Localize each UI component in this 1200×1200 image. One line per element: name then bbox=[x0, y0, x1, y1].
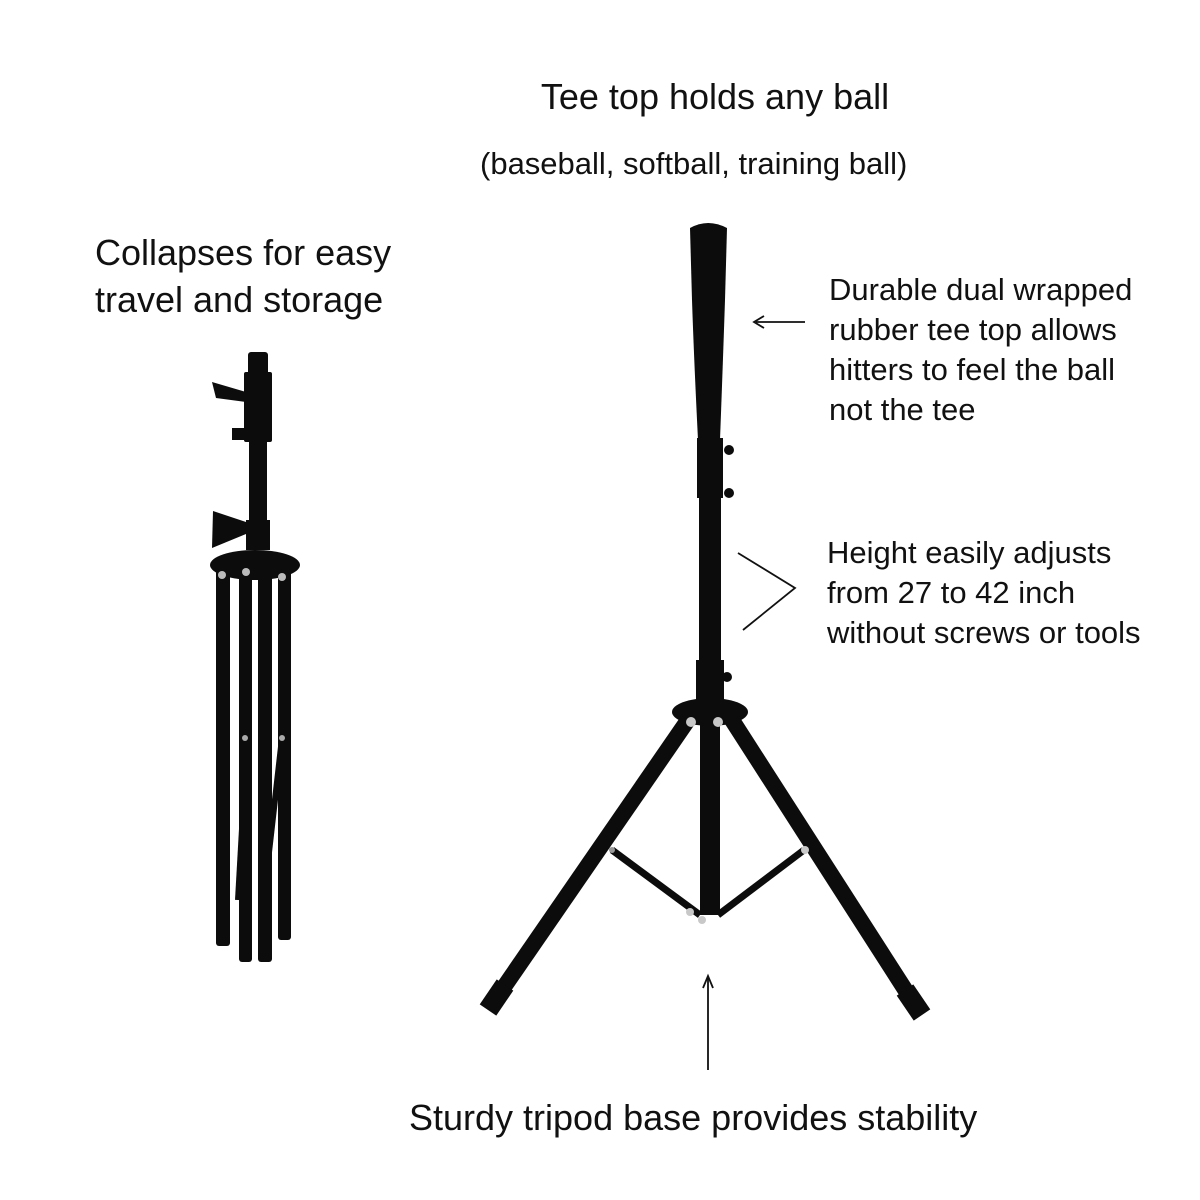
durable-line: Durable dual wrapped bbox=[829, 272, 1133, 307]
height-line: without screws or tools bbox=[827, 615, 1141, 650]
tee-top-subtitle: (baseball, softball, training ball) bbox=[480, 146, 908, 181]
collapse-line: Collapses for easy bbox=[95, 232, 392, 273]
collapse-line: travel and storage bbox=[95, 279, 384, 320]
height-line: Height easily adjusts bbox=[827, 535, 1112, 570]
height-line: from 27 to 42 inch bbox=[827, 575, 1076, 610]
collapsed-tee-image bbox=[210, 352, 300, 962]
callout-arrows bbox=[702, 315, 805, 1070]
durable-line: rubber tee top allows bbox=[829, 312, 1117, 347]
durable-caption: Durable dual wrapped rubber tee top allo… bbox=[829, 270, 1199, 430]
durable-line: hitters to feel the ball bbox=[829, 352, 1116, 387]
tee-top-title: Tee top holds any ball bbox=[540, 76, 890, 117]
durable-line: not the tee bbox=[829, 392, 976, 427]
tripod-tee-image bbox=[479, 223, 931, 1021]
height-caption: Height easily adjusts from 27 to 42 inch… bbox=[827, 533, 1197, 653]
collapse-caption: Collapses for easy travel and storage bbox=[95, 229, 515, 323]
base-caption: Sturdy tripod base provides stability bbox=[409, 1097, 978, 1138]
height-chevron bbox=[737, 552, 797, 631]
